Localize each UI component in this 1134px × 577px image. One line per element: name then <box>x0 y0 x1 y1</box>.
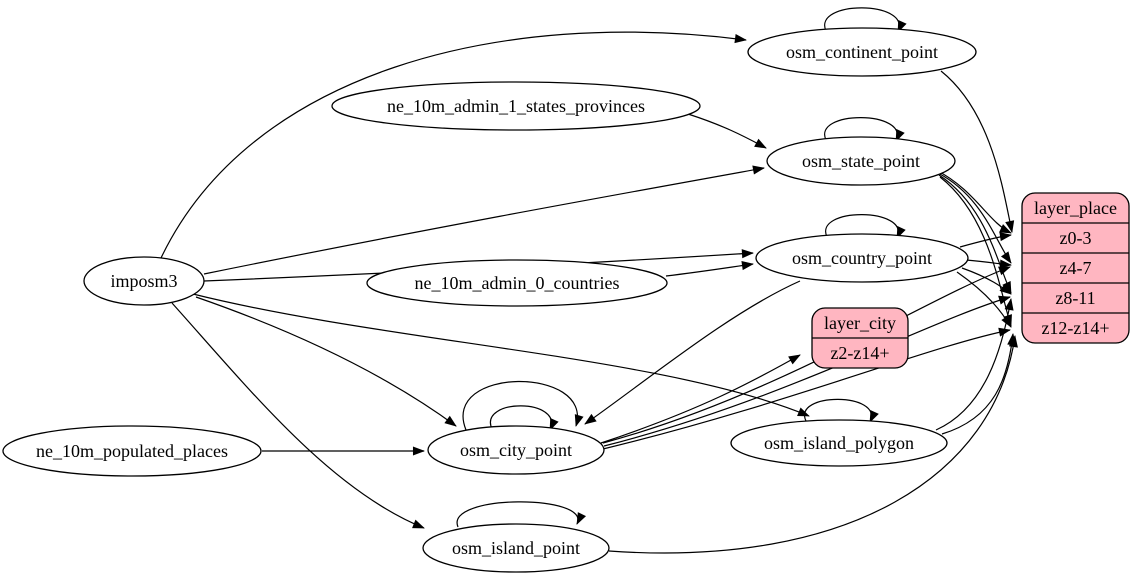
edge-osm_island_polygon-layer_place-z8-11 <box>935 298 1014 431</box>
edge-ne_10m_admin_0_countries-osm_country_point <box>665 261 754 277</box>
node-osm_country_point-shape <box>755 233 969 283</box>
node-ne_10m_admin_0_countries-label: ne_10m_admin_0_countries <box>415 273 620 293</box>
edge-osm_island_polygon-layer_place-z12-z14 <box>941 333 1017 435</box>
edge-osm_country_point-layer_place-z0-3 <box>959 232 1012 248</box>
node-osm_state_point: osm_state_point <box>766 136 956 186</box>
node-osm_island_polygon-shape <box>730 419 948 467</box>
node-osm_city_point-shape <box>427 425 605 475</box>
edge-osm_city_point-layer_place-z12-z14 <box>602 327 1011 450</box>
node-osm_city_point: osm_city_point <box>427 425 605 475</box>
edge-imposm3-osm_continent_point <box>160 31 747 259</box>
node-ne_10m_admin_1_states_provinces-label: ne_10m_admin_1_states_provinces <box>387 96 645 116</box>
edge-loop-osm_city_point-inner <box>489 405 559 431</box>
edge-loop-osm_continent_point <box>824 7 907 33</box>
edge-osm_country_point-layer_place-z12-z14 <box>956 271 1012 328</box>
node-osm_country_point-label: osm_country_point <box>792 248 932 268</box>
node-ne_10m_admin_0_countries: ne_10m_admin_0_countries <box>366 259 668 307</box>
edge-osm_city_point-layer_city-z2-z14 <box>600 354 801 444</box>
node-osm_state_point-shape <box>766 136 956 186</box>
edge-loop-osm_island_point <box>456 501 586 528</box>
record-layer_place: layer_place z0-3 z4-7 z8-11 z12-z14+ <box>1021 192 1130 344</box>
record-layer_place-row-z8-11: z8-11 <box>1055 288 1095 308</box>
edge-osm_state_point-layer_place-z12-z14 <box>939 176 1012 327</box>
nodes-group: imposm3 ne_10m_admin_1_states_provinces … <box>2 27 977 573</box>
node-osm_island_polygon-label: osm_island_polygon <box>764 433 914 453</box>
edge-imposm3-osm_island_point <box>171 302 425 529</box>
edge-osm_state_point-layer_place-z0-3 <box>935 169 1012 234</box>
edge-osm_country_point-layer_place-z8-11 <box>961 267 1012 295</box>
node-imposm3-shape <box>83 256 205 306</box>
edge-osm_country_point-layer_place-z4-7 <box>965 259 1012 269</box>
edge-imposm3-osm_state_point <box>203 165 765 275</box>
node-imposm3: imposm3 <box>83 256 205 306</box>
edge-loop-osm_island_polygon <box>803 398 879 423</box>
node-osm_continent_point-label: osm_continent_point <box>786 42 938 62</box>
node-ne_10m_admin_1_states_provinces: ne_10m_admin_1_states_provinces <box>331 81 701 131</box>
record-layer_place-shape <box>1021 192 1130 344</box>
node-ne_10m_admin_0_countries-shape <box>366 259 668 307</box>
edge-ne_10m_admin_1_states_provinces-osm_state_point <box>687 113 767 149</box>
edge-osm_country_point-osm_city_point <box>584 280 801 425</box>
node-osm_island_polygon: osm_island_polygon <box>730 419 948 467</box>
node-osm_island_point: osm_island_point <box>422 523 610 573</box>
record-layer_place-title: layer_place <box>1034 198 1117 218</box>
node-osm_continent_point-shape <box>747 27 977 77</box>
node-ne_10m_admin_1_states_provinces-shape <box>331 81 701 131</box>
edge-imposm3-osm_city_point <box>195 296 457 427</box>
edge-osm_city_point-layer_place-z4-7 <box>602 266 1011 444</box>
record-layer_city-title: layer_city <box>824 313 896 333</box>
record-layer_place-row-z0-3: z0-3 <box>1060 228 1092 248</box>
edge-loop-osm_city_point-outer <box>462 380 584 431</box>
edges-group <box>160 7 1018 554</box>
edge-loop-osm_state_point <box>824 117 905 142</box>
node-ne_10m_populated_places-label: ne_10m_populated_places <box>36 441 228 461</box>
node-ne_10m_populated_places: ne_10m_populated_places <box>2 425 262 477</box>
edge-osm_state_point-layer_place-z4-7 <box>937 172 1012 264</box>
record-layer_place-row-z4-7: z4-7 <box>1060 258 1092 278</box>
edge-loop-osm_country_point <box>825 214 906 239</box>
record-layer_place-row-z12-z14: z12-z14+ <box>1041 318 1109 338</box>
record-layer_city-row-z2-z14: z2-z14+ <box>830 343 889 363</box>
edge-osm_continent_point-layer_place-z0-3 <box>940 70 1015 233</box>
node-osm_continent_point: osm_continent_point <box>747 27 977 77</box>
node-osm_island_point-label: osm_island_point <box>452 538 580 558</box>
record-layer_city: layer_city z2-z14+ <box>811 307 909 369</box>
node-osm_island_point-shape <box>422 523 610 573</box>
edge-imposm3-osm_island_polygon <box>192 293 810 417</box>
edge-osm_island_point-layer_place-z12-z14 <box>608 335 1018 554</box>
node-osm_state_point-label: osm_state_point <box>802 151 920 171</box>
node-osm_country_point: osm_country_point <box>755 233 969 283</box>
node-osm_city_point-label: osm_city_point <box>460 440 572 460</box>
edge-osm_state_point-layer_place-z8-11 <box>938 174 1012 294</box>
node-ne_10m_populated_places-shape <box>2 425 262 477</box>
node-imposm3-label: imposm3 <box>110 271 177 291</box>
